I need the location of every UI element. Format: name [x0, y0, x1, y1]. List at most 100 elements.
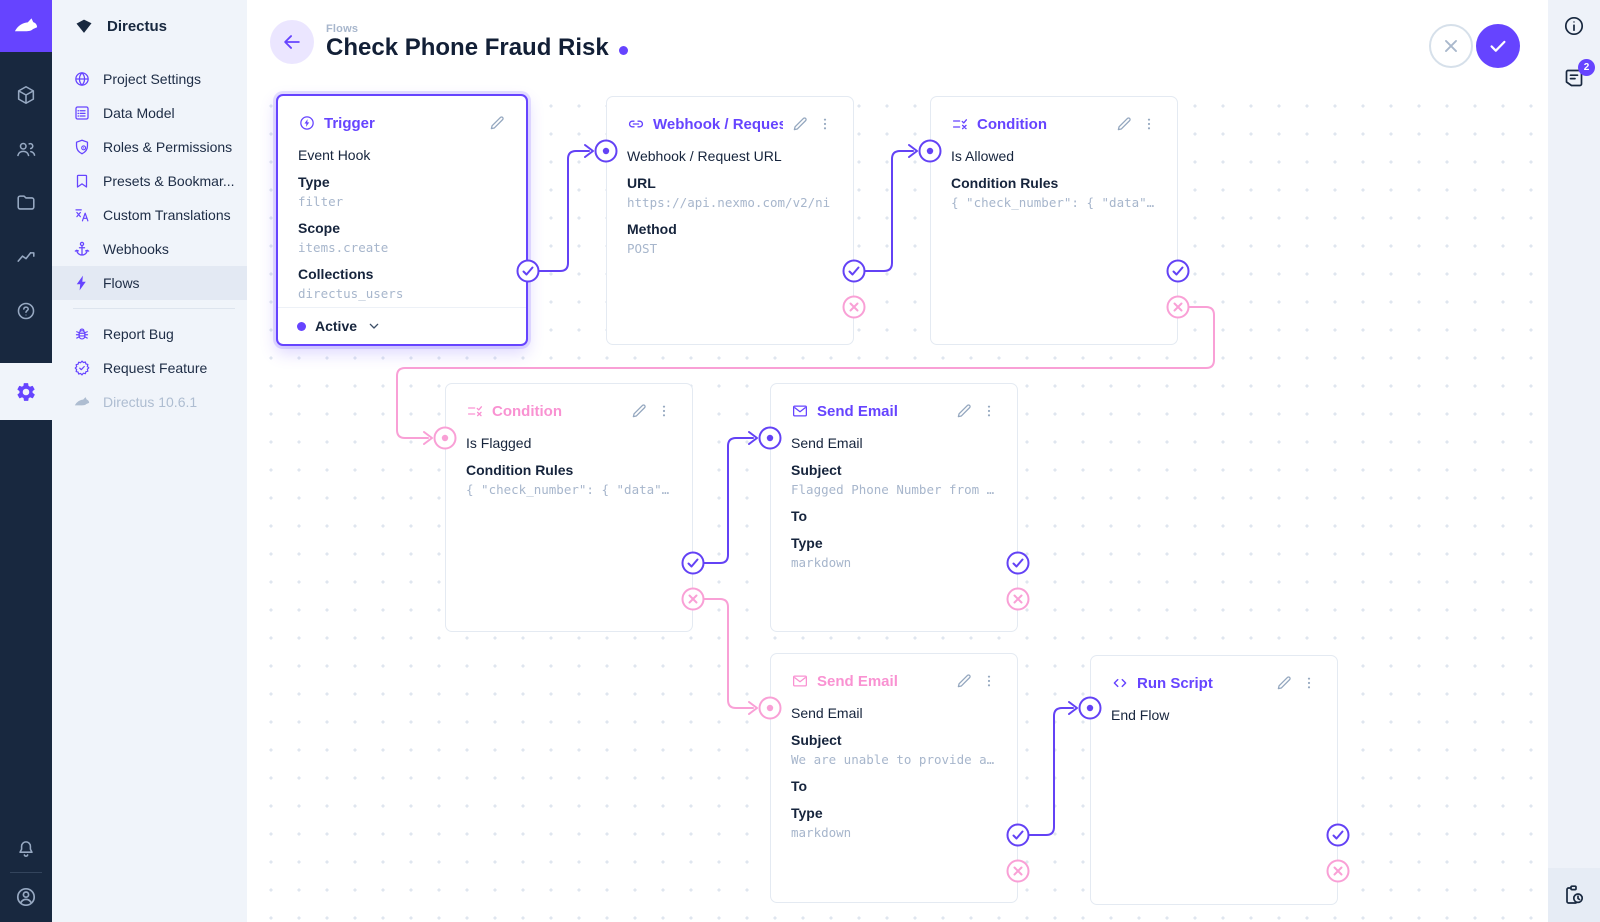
panel-title: Webhook / Request URL [653, 115, 783, 133]
bolt-circle-icon [298, 114, 316, 132]
sidebar-item-webhooks[interactable]: Webhooks [52, 232, 247, 266]
mail-icon [791, 402, 809, 420]
save-button[interactable] [1476, 24, 1520, 68]
flow-panel-condition-flagged[interactable]: Condition Is Flagged Condition Rules{ "c… [445, 383, 693, 632]
sidebar-item-data-model[interactable]: Data Model [52, 96, 247, 130]
sidebar-item-report-bug[interactable]: Report Bug [52, 317, 247, 351]
kebab-menu-icon[interactable] [981, 403, 997, 419]
field-label: To [791, 778, 808, 794]
sidebar-item-presets-bookmarks[interactable]: Presets & Bookmar... [52, 164, 247, 198]
unsaved-changes-dot [618, 45, 628, 55]
operation-name: End Flow [1111, 707, 1170, 723]
field-label: Scope [298, 220, 341, 236]
sidebar-item-custom-translations[interactable]: Custom Translations [52, 198, 247, 232]
project-logo-icon [74, 16, 94, 36]
directus-logo[interactable] [0, 0, 52, 52]
panel-title: Run Script [1137, 674, 1213, 692]
kebab-menu-icon[interactable] [1141, 116, 1157, 132]
kebab-menu-icon[interactable] [656, 403, 672, 419]
operation-name: Webhook / Request URL [627, 148, 782, 164]
mail-icon [791, 672, 809, 690]
field-value: https://api.nexmo.com/v2/ni [627, 195, 831, 210]
field-value: { "check_number": { "data"… [951, 195, 1155, 210]
field-label: Subject [791, 732, 842, 748]
field-label: Type [791, 805, 823, 821]
close-icon [1440, 35, 1462, 57]
directus-rabbit-icon [73, 393, 91, 411]
check-icon [1487, 35, 1509, 57]
panel-title: Condition [977, 115, 1047, 133]
operation-name: Event Hook [298, 147, 371, 163]
field-label: Condition Rules [951, 175, 1059, 191]
bookmark-icon [73, 172, 91, 190]
panel-title: Send Email [817, 402, 898, 420]
module-insights-icon[interactable] [0, 230, 52, 284]
project-name: Directus [107, 17, 168, 35]
project-header: Directus [52, 0, 247, 52]
field-value: Flagged Phone Number from … [791, 482, 995, 497]
edit-pencil-icon[interactable] [1275, 674, 1293, 692]
module-files-folder-icon[interactable] [0, 176, 52, 230]
bolt-icon [73, 274, 91, 292]
flow-canvas[interactable]: Flows Check Phone Fraud Risk Trigger Eve… [247, 0, 1548, 922]
notices-icon[interactable]: 2 [1562, 59, 1595, 90]
breadcrumb[interactable]: Flows [326, 23, 359, 35]
sidebar-item-flows[interactable]: Flows [52, 266, 247, 300]
clipboard-clock-icon [1562, 883, 1586, 907]
operation-name: Send Email [791, 435, 863, 451]
status-dot [297, 321, 306, 331]
module-settings-gear-icon[interactable] [0, 363, 52, 420]
field-label: Condition Rules [466, 462, 574, 478]
link-icon [627, 115, 645, 133]
edit-pencil-icon[interactable] [791, 115, 809, 133]
sidebar-item-request-feature[interactable]: Request Feature [52, 351, 247, 385]
globe-icon [73, 70, 91, 88]
sidebar-version: Directus 10.6.1 [52, 385, 247, 419]
sidebar-item-roles-permissions[interactable]: Roles & Permissions [52, 130, 247, 164]
activity-log-section[interactable] [1548, 868, 1600, 922]
flow-panel-run-script[interactable]: Run Script End Flow [1090, 655, 1338, 905]
chevron-down-icon [366, 318, 382, 334]
page-title: Check Phone Fraud Risk [326, 35, 628, 61]
edit-pencil-icon[interactable] [955, 672, 973, 690]
operation-name: Send Email [791, 705, 863, 721]
canvas-header: Flows Check Phone Fraud Risk [247, 0, 1548, 84]
cancel-button[interactable] [1429, 24, 1473, 68]
flow-panel-condition-allowed[interactable]: Condition Is Allowed Condition Rules { "c… [930, 96, 1178, 345]
edit-pencil-icon[interactable] [1115, 115, 1133, 133]
info-icon[interactable] [1562, 14, 1586, 38]
condition-icon [951, 115, 969, 133]
field-value: POST [627, 241, 658, 256]
trigger-status-toggle[interactable]: Active [278, 307, 526, 344]
field-value: items.create [298, 240, 389, 255]
field-value: We are unable to provide a… [791, 752, 995, 767]
edit-pencil-icon[interactable] [488, 114, 506, 132]
module-content-icon[interactable] [0, 68, 52, 122]
settings-sidebar: Directus Project Settings Data Model Rol… [52, 0, 247, 922]
kebab-menu-icon[interactable] [1301, 675, 1317, 691]
module-bar-divider [10, 872, 42, 873]
notifications-bell-icon[interactable] [15, 838, 37, 860]
flow-panel-webhook[interactable]: Webhook / Request URL Webhook / Request … [606, 96, 854, 345]
notices-badge: 2 [1578, 59, 1595, 76]
kebab-menu-icon[interactable] [981, 673, 997, 689]
module-help-icon[interactable] [0, 284, 52, 338]
status-label: Active [315, 318, 358, 334]
field-value: markdown [791, 825, 852, 840]
sidebar-item-project-settings[interactable]: Project Settings [52, 62, 247, 96]
account-icon[interactable] [14, 885, 38, 909]
edit-pencil-icon[interactable] [630, 402, 648, 420]
right-sidebar: 2 [1548, 0, 1600, 922]
module-users-icon[interactable] [0, 122, 52, 176]
feature-badge-icon [73, 359, 91, 377]
kebab-menu-icon[interactable] [817, 116, 833, 132]
operation-name: Is Flagged [466, 435, 532, 451]
field-label: Method [627, 221, 677, 237]
edit-pencil-icon[interactable] [955, 402, 973, 420]
operation-name: Is Allowed [951, 148, 1015, 164]
back-button[interactable] [270, 20, 314, 64]
bug-icon [73, 325, 91, 343]
